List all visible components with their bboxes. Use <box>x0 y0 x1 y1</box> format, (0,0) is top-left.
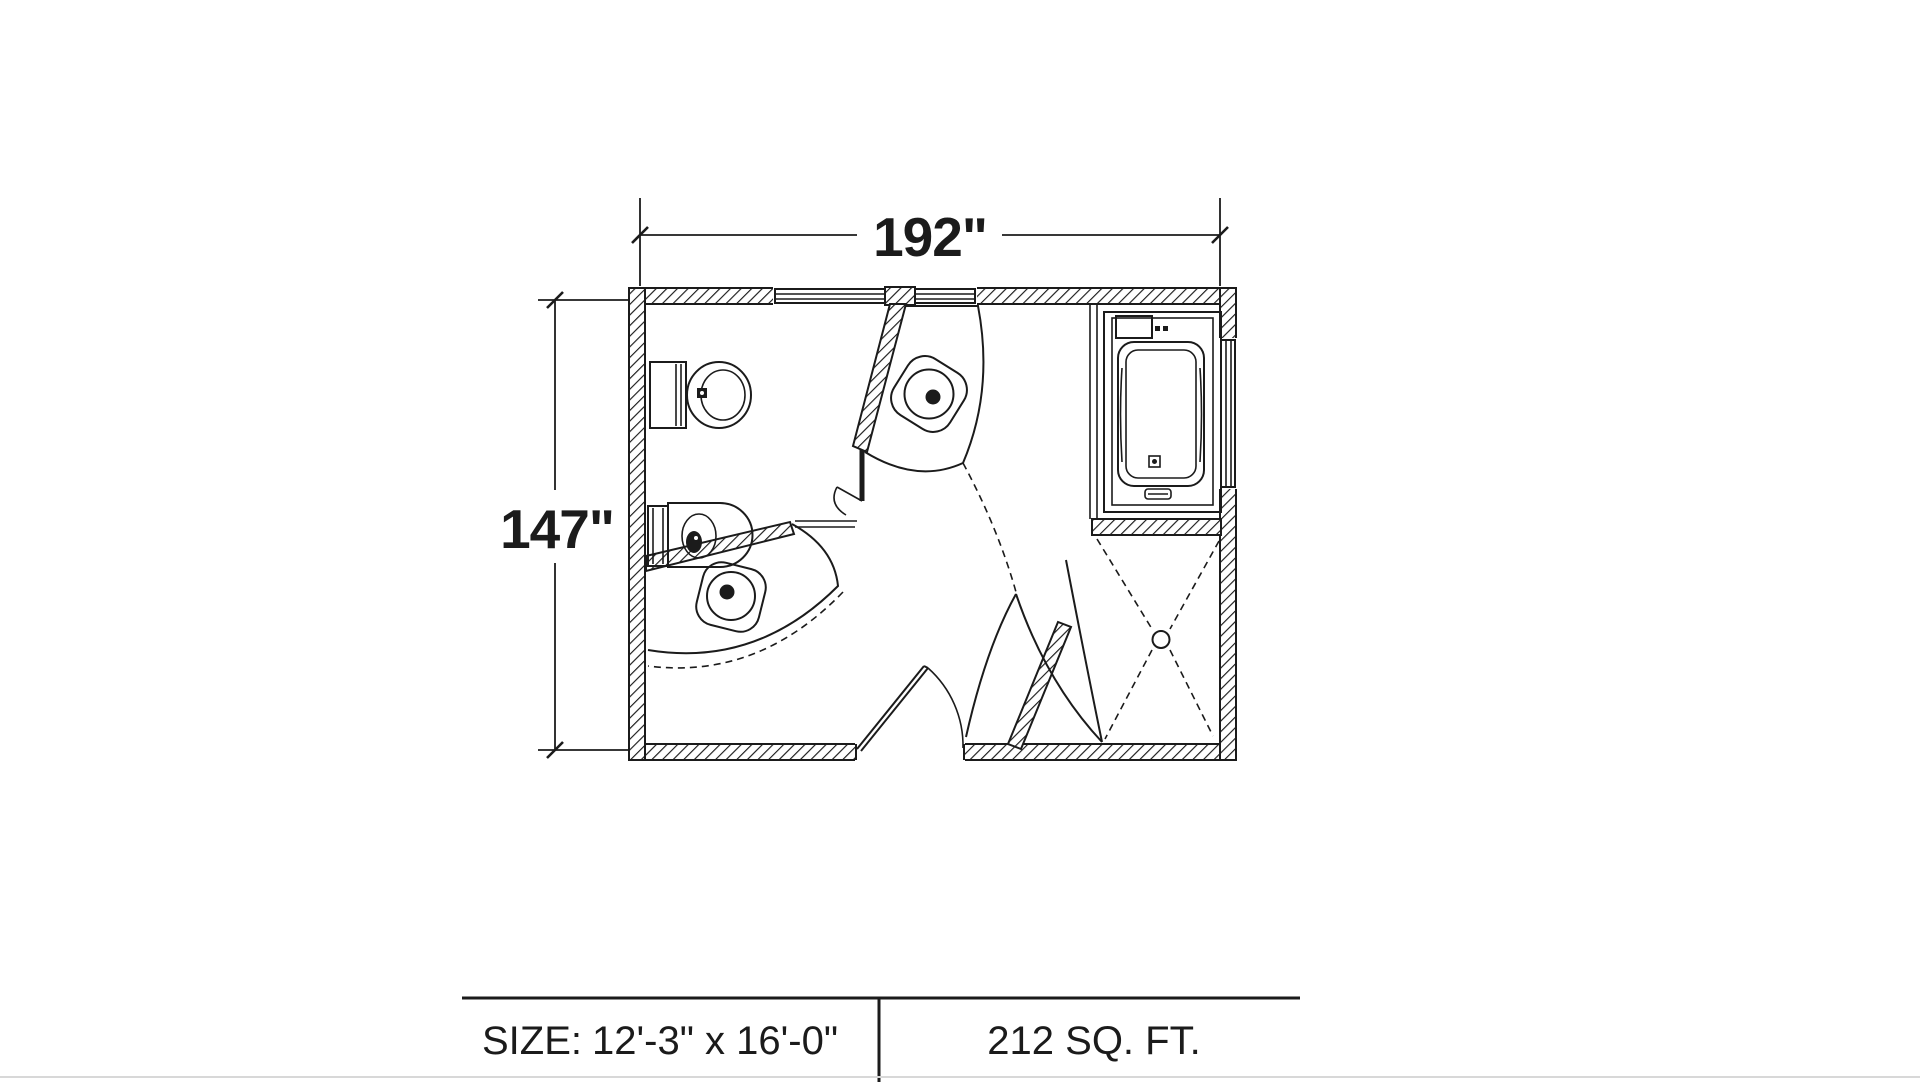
window-top-wall-icon <box>773 285 977 307</box>
toilet-icon <box>649 361 752 429</box>
vanity-upper-icon <box>851 303 985 473</box>
dimension-width: 192" <box>631 198 1229 286</box>
dimension-height: 147" <box>500 291 630 759</box>
shower-icon <box>1096 538 1220 740</box>
size-value: 12'-3" x 16'-0" <box>592 1019 838 1063</box>
partition-wall-break <box>795 449 865 528</box>
shower-door-icon <box>962 462 1103 751</box>
bidet-icon <box>647 502 754 568</box>
door-opening <box>855 741 965 763</box>
entry-door-icon <box>856 665 964 752</box>
area-value: 212 SQ. FT. <box>987 1019 1200 1063</box>
size-label: SIZE: <box>482 1019 582 1063</box>
bathtub-icon <box>1089 304 1222 536</box>
size-row: SIZE: 12'-3" x 16'-0" <box>482 1019 838 1063</box>
width-dimension-label: 192" <box>873 206 987 268</box>
height-dimension-label: 147" <box>500 498 614 560</box>
summary-table: SIZE: 12'-3" x 16'-0" 212 SQ. FT. <box>0 996 1920 1082</box>
vanity-lower-icon <box>645 520 844 669</box>
